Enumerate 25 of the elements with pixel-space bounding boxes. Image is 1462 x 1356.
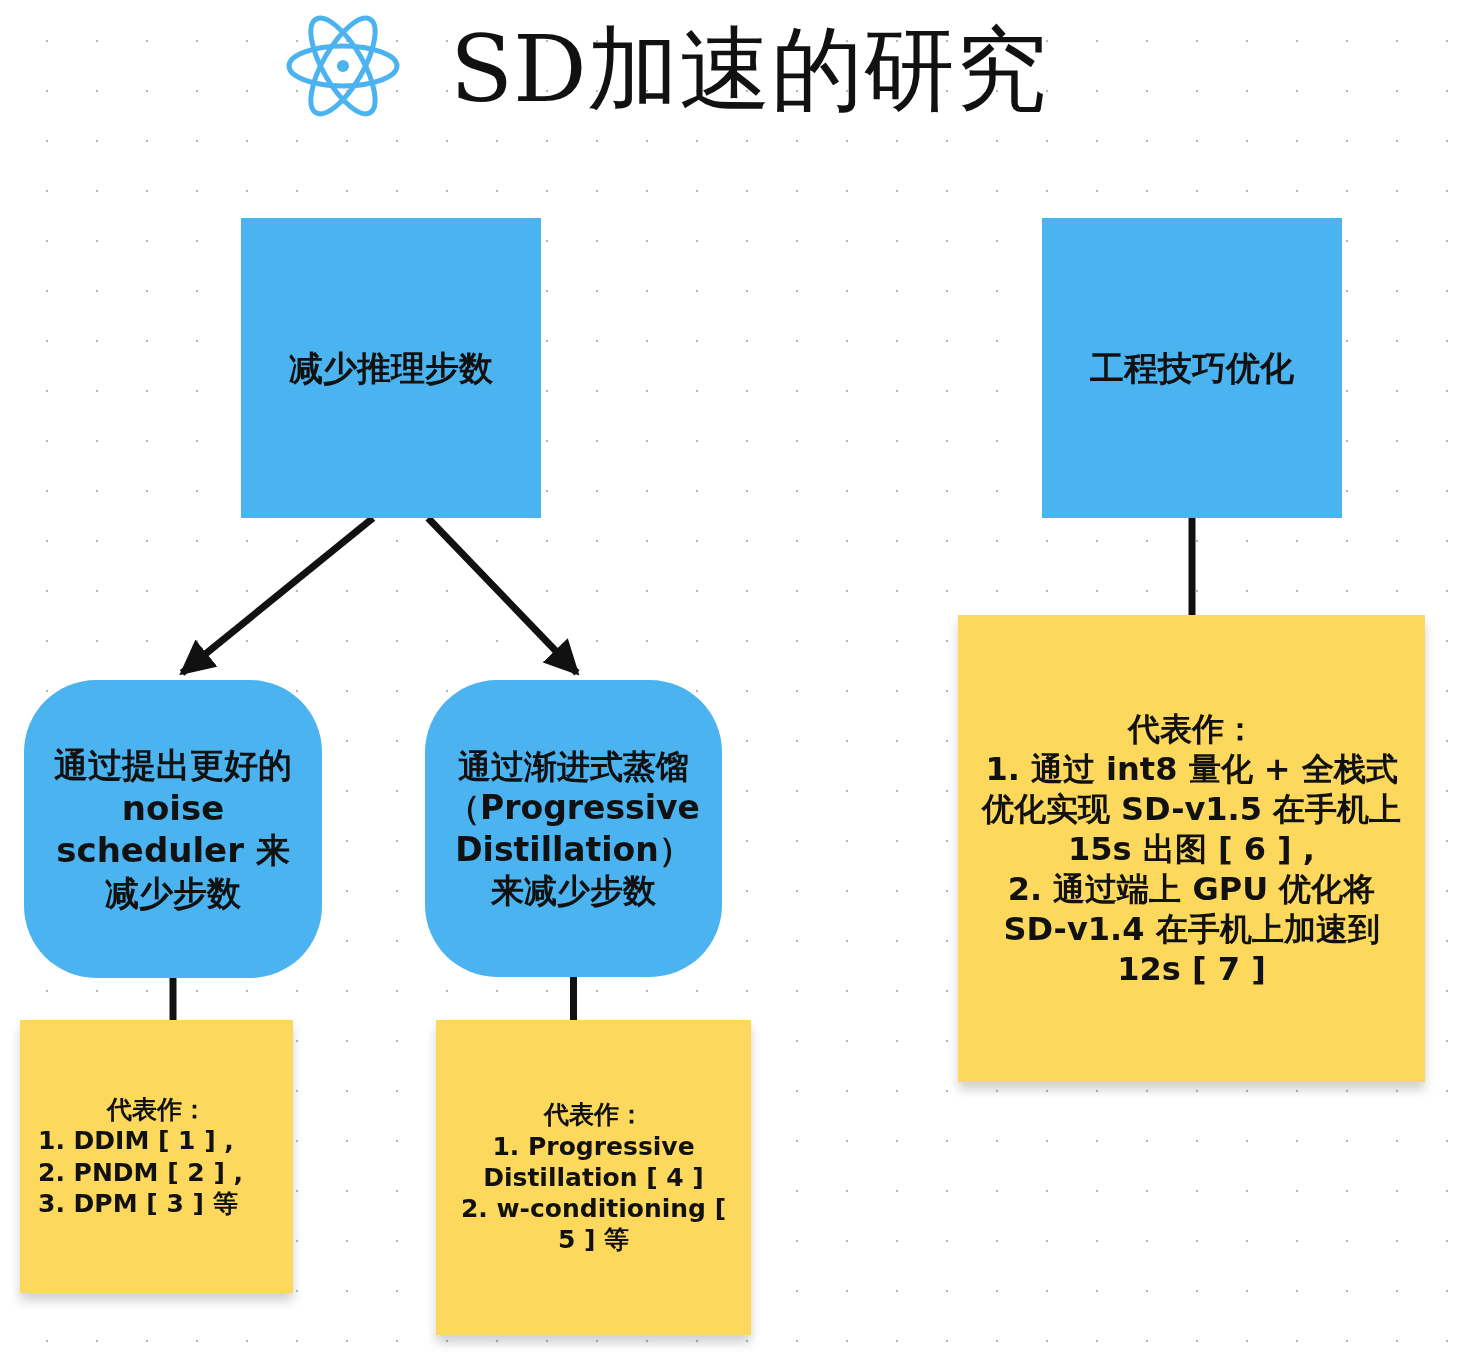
box-label: 通过提出更好的 noise scheduler 来减少步数	[53, 744, 293, 914]
sticky-note	[958, 615, 1425, 1082]
process-box	[241, 218, 541, 518]
process-box	[1042, 218, 1342, 518]
connector-line	[570, 977, 577, 1020]
list-item: 3. DPM [ 3 ] 等	[38, 1187, 238, 1219]
list-item: 2. 通过端上 GPU 优化将 SD-v1.4 在手机上加速到 12s [ 7 ]	[1002, 868, 1381, 989]
box-label: 通过渐进式蒸馏（Progressive Distillation）来减少步数	[446, 746, 701, 911]
connector-line	[1188, 518, 1196, 615]
note-heading: 代表作：	[106, 1094, 207, 1126]
sticky-note	[20, 1020, 293, 1293]
list-item: 1. Progressive Distillation [ 4 ]	[482, 1130, 705, 1194]
box-label: 减少推理步数	[289, 346, 493, 390]
list-item: 1. 通过 int8 量化 + 全栈式优化实现 SD-v1.5 在手机上 15s 出图 [ 6 ] ,	[980, 748, 1403, 869]
rounded-box	[425, 680, 722, 977]
sticky-note	[436, 1020, 751, 1335]
list-item: 2. PNDM [ 2 ] ,	[38, 1156, 244, 1188]
note-heading: 代表作：	[1127, 708, 1256, 749]
connector-line	[169, 978, 177, 1020]
note-heading: 代表作：	[543, 1099, 644, 1131]
list-item: 2. w-conditioning [ 5 ] 等	[459, 1193, 728, 1256]
rounded-box	[24, 680, 322, 978]
box-label: 工程技巧优化	[1090, 346, 1294, 390]
title: SD加速的研究	[450, 15, 1047, 125]
list-item: 1. DDIM [ 1 ] ,	[38, 1125, 234, 1157]
